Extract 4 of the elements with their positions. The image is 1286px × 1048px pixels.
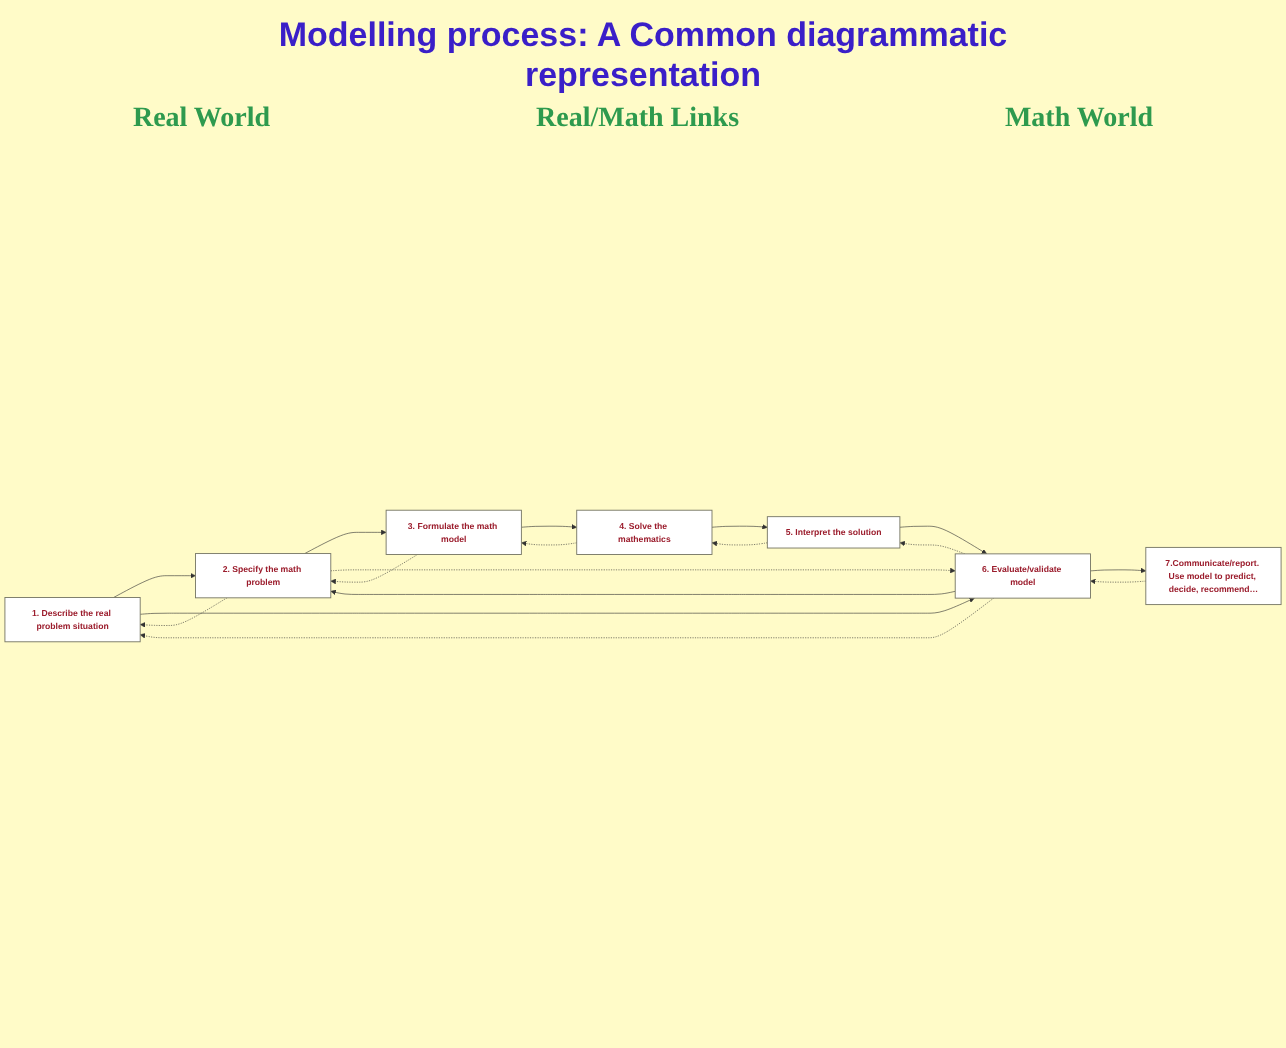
column-heading: Math World bbox=[1004, 104, 1153, 136]
column-heading: Real World bbox=[132, 104, 271, 136]
column-heading: Real/Math Links bbox=[536, 104, 740, 136]
diagram-title: Modelling process: A Common diagrammatic representation bbox=[276, 16, 1010, 96]
